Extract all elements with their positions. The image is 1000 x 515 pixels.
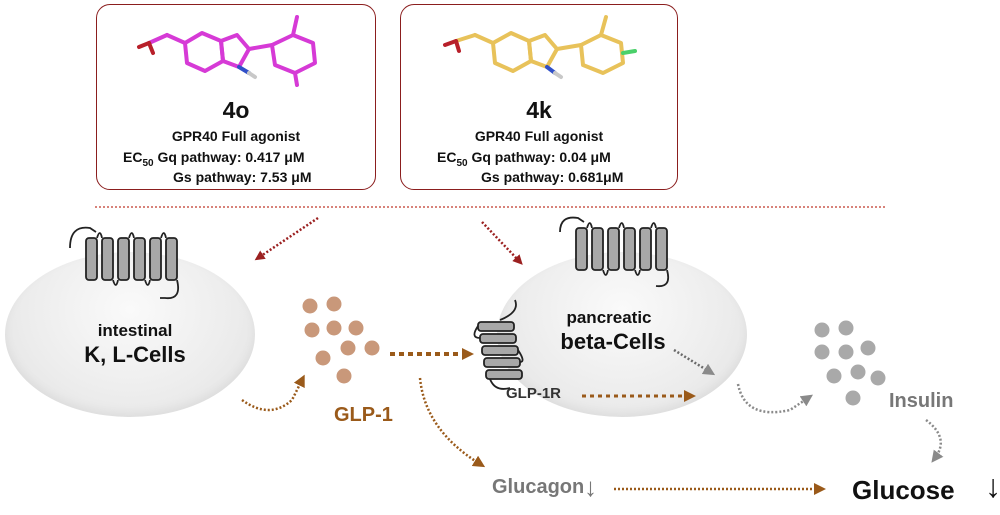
secretion-arrow-intestinal <box>241 374 305 412</box>
glp1-label: GLP-1 <box>334 404 393 426</box>
glucose-down-arrow: ↓ <box>985 468 1000 504</box>
intestinal-cell-label: intestinal <box>97 321 173 340</box>
pancreatic-cell-type: beta-Cells <box>560 329 666 354</box>
molecule-structure-4k <box>443 15 637 79</box>
glp1r-label: GLP-1R <box>506 385 562 402</box>
compound-id: 4k <box>526 97 552 123</box>
compound-card-4k: 4k GPR40 Full agonist EC50 Gq pathway: 0… <box>400 4 678 190</box>
gs-pathway-line: Gs pathway: 7.53 μM <box>173 169 312 185</box>
insulin-label: Insulin <box>889 390 954 412</box>
ec50-gq-line: EC50 Gq pathway: 0.417 μM <box>123 149 305 169</box>
gs-pathway-line: Gs pathway: 0.681μM <box>481 169 624 185</box>
compound-card-4o: 4o GPR40 Full agonist EC50 Gq pathway: 0… <box>96 4 376 190</box>
compound-id: 4o <box>222 97 250 123</box>
insulin-secretion-arrow <box>736 383 813 414</box>
intestinal-cell <box>5 252 255 417</box>
compound-role: GPR40 Full agonist <box>171 128 301 144</box>
glp1-particles <box>302 296 380 384</box>
compound-role: GPR40 Full agonist <box>474 128 604 144</box>
beta-cell-internal-arrow <box>673 348 716 376</box>
ec50-gq-line: EC50 Gq pathway: 0.04 μM <box>437 149 611 169</box>
glucagon-down-arrow: ↓ <box>584 472 597 502</box>
gpr40-receptor-icon-pancreatic <box>559 216 670 288</box>
activation-arrow-4k <box>481 221 523 265</box>
glp1-to-glucagon-arrow <box>418 377 486 468</box>
intestinal-cell-type: K, L-Cells <box>84 342 186 367</box>
glucose-label: Glucose <box>852 475 955 505</box>
gpr40-receptor-icon-intestinal <box>69 226 180 300</box>
glp1r-receptor-icon <box>473 299 524 390</box>
insulin-particles <box>814 320 886 406</box>
molecule-structure-4o <box>137 15 317 87</box>
pancreatic-cell <box>497 252 747 417</box>
glucagon-label: Glucagon <box>492 476 585 498</box>
insulin-to-glucose-arrow <box>925 419 944 463</box>
activation-arrow-4o <box>254 216 319 261</box>
pancreatic-cell-label: pancreatic <box>566 308 652 327</box>
